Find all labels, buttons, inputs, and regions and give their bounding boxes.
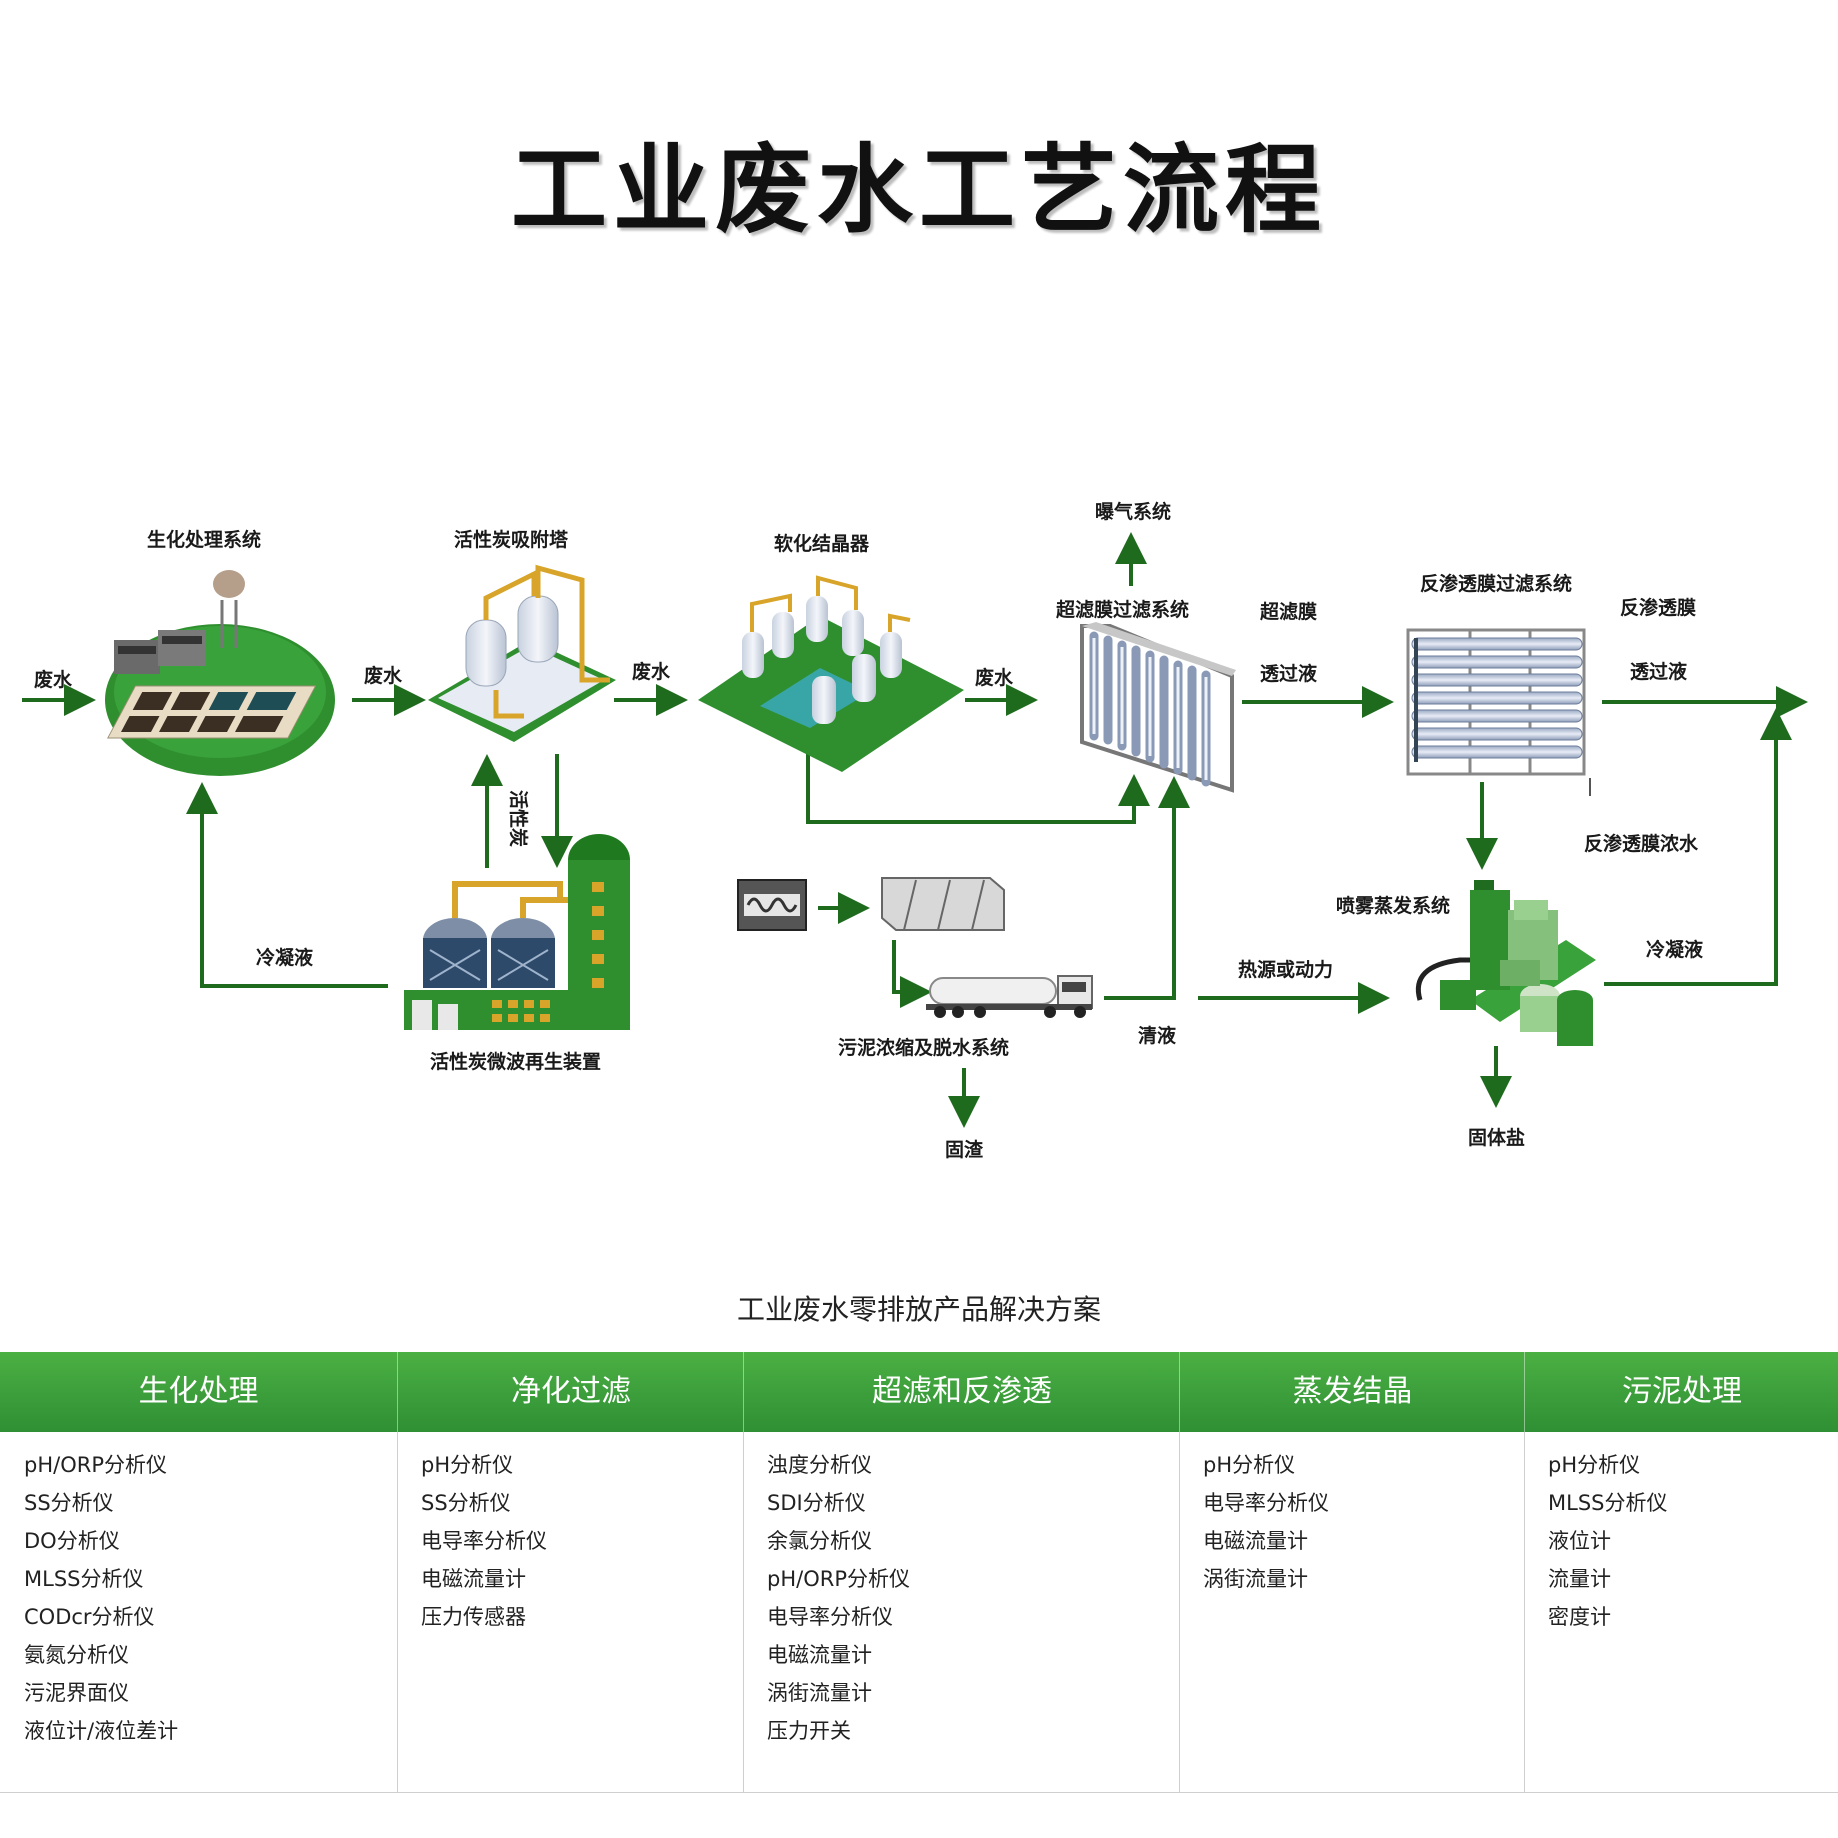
column-purification: pH分析仪 SS分析仪 电导率分析仪 电磁流量计 压力传感器 [397,1432,744,1792]
list-item: SS分析仪 [24,1491,114,1515]
list-item: 电导率分析仪 [421,1529,547,1553]
list-item: MLSS分析仪 [1548,1491,1668,1515]
label-regen-device: 活性炭微波再生装置 [430,1050,601,1073]
solutions-heading: 工业废水零排放产品解决方案 [736,1293,1101,1326]
label-feed-in: 废水 [34,668,73,691]
column-title-uf-ro: 超滤和反渗透 [743,1352,1180,1432]
instrument-list: pH分析仪 电导率分析仪 电磁流量计 涡街流量计 [1179,1432,1524,1598]
label-spray-system: 喷雾蒸发系统 [1336,894,1450,917]
label-uf-system: 超滤膜过滤系统 [1055,598,1189,621]
table-bottom-border [0,1792,1838,1793]
label-uf-membrane: 超滤膜 [1259,600,1317,623]
label-softener: 软化结晶器 [774,532,870,555]
list-item: 电磁流量计 [1203,1529,1308,1553]
label-solid-residue: 固渣 [945,1138,984,1161]
list-item: 电导率分析仪 [767,1605,893,1629]
uf-rack-illustration [1080,622,1236,793]
list-item: pH/ORP分析仪 [24,1453,167,1477]
list-item: 污泥界面仪 [24,1681,129,1705]
instrument-list: pH分析仪 MLSS分析仪 液位计 流量计 密度计 [1524,1432,1838,1636]
arrow-condensate-up [1604,708,1792,986]
instrument-list: pH分析仪 SS分析仪 电导率分析仪 电磁流量计 压力传感器 [397,1432,743,1636]
column-title-bio: 生化处理 [138,1374,259,1409]
list-item: MLSS分析仪 [24,1567,144,1591]
carbon-tower-illustration [428,564,616,742]
list-item: pH/ORP分析仪 [767,1567,910,1591]
list-item: 氨氮分析仪 [24,1643,129,1667]
label-condensate-right: 冷凝液 [1646,938,1704,961]
sludge-equipment-illustration [737,877,1093,1018]
label-ro-membrane: 反渗透膜 [1620,596,1696,619]
label-water-2: 废水 [632,660,671,683]
spray-system-illustration [1416,880,1596,1046]
column-title-purification: 净化过滤 [397,1352,744,1432]
flow-arrows [22,532,1808,1128]
label-bio-system: 生化处理系统 [147,528,261,551]
arrow-screen-to-truck [892,940,932,1008]
list-item: 涡街流量计 [1203,1567,1308,1591]
list-item: pH分析仪 [1203,1453,1296,1477]
process-flow-diagram: 废水 生化处理系统 废水 活性炭吸附塔 废水 软化结晶器 废水 曝气系统 超滤膜… [22,500,1808,1161]
label-condensate-left: 冷凝液 [256,946,314,969]
label-ro-system: 反渗透膜过滤系统 [1420,572,1572,595]
list-item: 浊度分析仪 [767,1453,872,1477]
list-item: 余氯分析仪 [767,1529,872,1553]
solutions-table-header: 生化处理 净化过滤 超滤和反渗透 蒸发结晶 污泥处理 [0,1352,1838,1432]
list-item: 液位计 [1548,1529,1611,1553]
list-item: DO分析仪 [24,1529,120,1553]
solutions-table: 生化处理 净化过滤 超滤和反渗透 蒸发结晶 污泥处理 pH/ORP分析仪 SS分… [0,1352,1838,1792]
list-item: 流量计 [1548,1567,1611,1591]
label-heat-power: 热源或动力 [1238,958,1333,981]
regen-plant-illustration [404,834,630,1030]
label-ro-concentrate: 反渗透膜浓水 [1584,832,1699,855]
list-item: 压力开关 [767,1719,851,1743]
column-evaporation: pH分析仪 电导率分析仪 电磁流量计 涡街流量计 [1179,1432,1525,1792]
label-water-3: 废水 [975,666,1014,689]
list-item: CODcr分析仪 [24,1605,155,1629]
list-item: SS分析仪 [421,1491,511,1515]
column-title-sludge: 污泥处理 [1524,1352,1838,1432]
arrow-condensate-return [186,782,388,988]
list-item: SDI分析仪 [767,1491,866,1515]
label-aeration: 曝气系统 [1095,500,1171,523]
list-item: 涡街流量计 [767,1681,872,1705]
label-activated-carbon: 活性炭 [507,790,530,847]
diagram-labels: 废水 生化处理系统 废水 活性炭吸附塔 废水 软化结晶器 废水 曝气系统 超滤膜… [34,500,1704,1161]
label-water-1: 废水 [364,664,403,687]
bio-treatment-illustration [105,570,335,776]
column-uf-ro: 浊度分析仪 SDI分析仪 余氯分析仪 pH/ORP分析仪 电导率分析仪 电磁流量… [743,1432,1180,1792]
column-title-evaporation: 蒸发结晶 [1179,1352,1525,1432]
column-bio: pH/ORP分析仪 SS分析仪 DO分析仪 MLSS分析仪 CODcr分析仪 氨… [0,1432,398,1792]
page-title: 工业废水工艺流程 [511,133,1327,246]
list-item: 密度计 [1548,1605,1611,1629]
ro-rack-illustration [1406,628,1586,776]
instrument-list: pH/ORP分析仪 SS分析仪 DO分析仪 MLSS分析仪 CODcr分析仪 氨… [0,1432,397,1750]
instrument-list: 浊度分析仪 SDI分析仪 余氯分析仪 pH/ORP分析仪 电导率分析仪 电磁流量… [743,1432,1179,1750]
arrow-clear-liquid [1104,776,1190,1000]
arrow-softener-bypass [806,740,1150,824]
list-item: 电磁流量计 [767,1643,872,1667]
label-clear-liquid: 清液 [1138,1024,1177,1047]
list-item: pH分析仪 [1548,1453,1641,1477]
softener-illustration [698,575,964,772]
label-uf-permeate: 透过液 [1260,662,1318,685]
label-solid-salt: 固体盐 [1468,1126,1525,1149]
list-item: 电磁流量计 [421,1567,526,1591]
label-sludge-system: 污泥浓缩及脱水系统 [838,1036,1009,1059]
list-item: 电导率分析仪 [1203,1491,1329,1515]
label-carbon-tower: 活性炭吸附塔 [454,528,569,551]
column-sludge: pH分析仪 MLSS分析仪 液位计 流量计 密度计 [1524,1432,1838,1792]
list-item: 液位计/液位差计 [24,1719,179,1743]
label-ro-permeate: 透过液 [1630,660,1688,683]
list-item: pH分析仪 [421,1453,514,1477]
list-item: 压力传感器 [421,1605,526,1629]
